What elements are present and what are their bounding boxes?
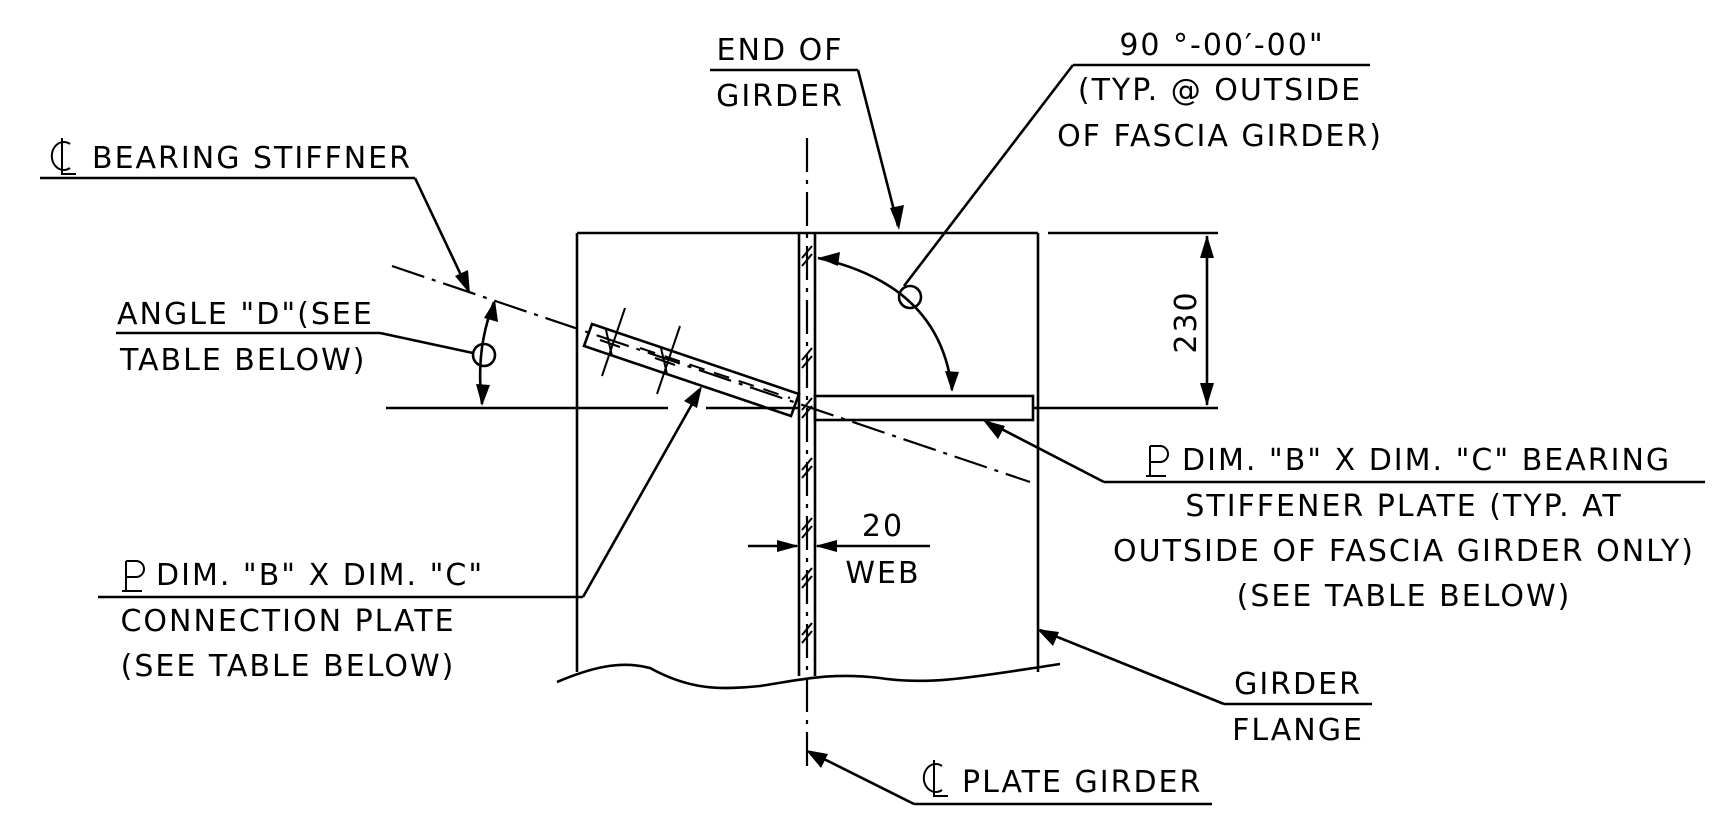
cl-bearing-stiffener-callout: BEARING STIFFNER [40, 138, 470, 294]
angle-d-annotation [116, 300, 498, 406]
angle-note-text-2: (TYP. @ OUTSIDE [1078, 73, 1362, 108]
bearing-stiffener-plate [813, 394, 1035, 422]
web-label-text: WEB [845, 556, 920, 591]
cl-bearing-stiffener-text: BEARING STIFFNER [92, 141, 412, 176]
bearing-plate-text-2: STIFFENER PLATE (TYP. AT [1185, 489, 1622, 524]
connection-plate [582, 307, 801, 418]
web-thickness-dimension: 20 WEB [748, 509, 930, 591]
bearing-plate-text-1: DIM. "B" X DIM. "C" BEARING [1182, 443, 1671, 478]
bearing-stiffener-centerline [391, 264, 1031, 484]
end-of-girder-callout: END OF GIRDER [710, 33, 904, 230]
angle-d-text-1: ANGLE "D"(SEE [117, 297, 374, 332]
centerline-symbol-icon-2 [922, 760, 948, 797]
conn-plate-text-2: CONNECTION PLATE [120, 604, 455, 639]
bearing-plate-text-3: OUTSIDE OF FASCIA GIRDER ONLY) [1113, 534, 1695, 569]
dimension-230-text: 230 [1169, 290, 1204, 353]
angle-d-callout: ANGLE "D"(SEE TABLE BELOW) [117, 297, 374, 378]
cl-plate-girder-callout: PLATE GIRDER [806, 750, 1212, 806]
girder-flange-callout: GIRDER FLANGE [1037, 628, 1372, 748]
angle-d-text-2: TABLE BELOW) [119, 343, 366, 378]
conn-plate-text-3: (SEE TABLE BELOW) [121, 649, 456, 684]
girder-flange-text-1: GIRDER [1234, 667, 1362, 702]
end-of-girder-text-2: GIRDER [716, 79, 844, 114]
plate-symbol-icon [1146, 445, 1169, 477]
angle-note-callout: 90 °-00′-00" (TYP. @ OUTSIDE OF FASCIA G… [1057, 28, 1383, 154]
angle-note-text-3: OF FASCIA GIRDER) [1057, 119, 1383, 154]
connection-plate-callout: DIM. "B" X DIM. "C" CONNECTION PLATE (SE… [98, 386, 702, 684]
bearing-plate-callout: DIM. "B" X DIM. "C" BEARING STIFFENER PL… [983, 419, 1705, 614]
angle-note-text-1: 90 °-00′-00" [1119, 28, 1324, 63]
girder-flange-outline [556, 231, 1061, 690]
web-dimension-text: 20 [862, 509, 904, 544]
centerline-symbol-icon [50, 138, 76, 175]
break-line [556, 662, 1061, 690]
girder-web [797, 233, 817, 676]
dimension-230: 230 [1048, 231, 1218, 406]
bearing-plate-text-4: (SEE TABLE BELOW) [1237, 579, 1572, 614]
angle-90-arc [817, 63, 1370, 392]
cl-plate-girder-text: PLATE GIRDER [962, 765, 1202, 800]
end-of-girder-text-1: END OF [717, 33, 844, 68]
conn-plate-text-1: DIM. "B" X DIM. "C" [156, 558, 484, 593]
girder-flange-text-2: FLANGE [1232, 713, 1364, 748]
plate-symbol-icon-2 [122, 560, 145, 592]
